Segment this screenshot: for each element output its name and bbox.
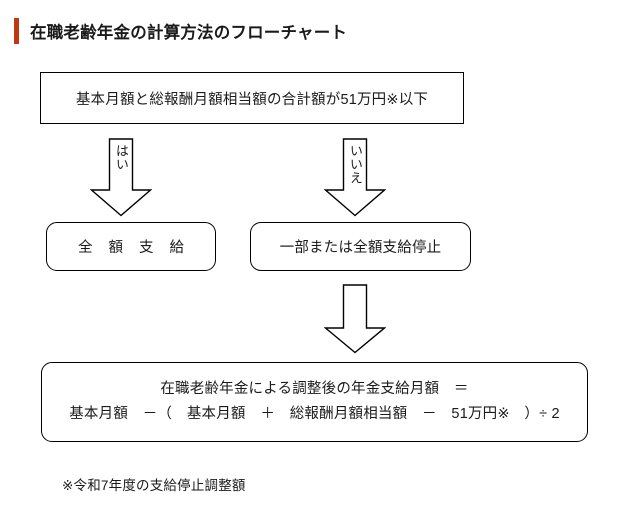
down-block-arrow-icon [324, 284, 386, 354]
decision-box: 基本月額と総報酬月額相当額の合計額が51万円※以下 [40, 72, 464, 124]
arrow-yes-label: はい [113, 144, 129, 171]
formula-box: 在職老齢年金による調整後の年金支給月額 ＝ 基本月額 －（ 基本月額 ＋ 総報酬… [41, 362, 588, 442]
result-box-full-payment-label: 全 額 支 給 [77, 240, 191, 256]
result-box-partial-suspension: 一部または全額支給停止 [250, 222, 471, 271]
arrow-to-formula [324, 284, 386, 354]
down-block-arrow-icon [324, 138, 386, 217]
result-box-partial-suspension-label: 一部または全額支給停止 [279, 240, 442, 256]
result-box-full-payment: 全 額 支 給 [46, 222, 216, 271]
title-accent-bar [14, 18, 19, 44]
arrow-yes: はい [90, 138, 152, 217]
page-title: 在職老齢年金の計算方法のフローチャート [14, 16, 347, 46]
page-title-text: 在職老齢年金の計算方法のフローチャート [30, 24, 348, 42]
arrow-no: いいえ [324, 138, 386, 217]
footnote: ※令和7年度の支給停止調整額 [62, 478, 246, 493]
arrow-no-label: いいえ [347, 144, 363, 185]
decision-box-label: 基本月額と総報酬月額相当額の合計額が51万円※以下 [75, 91, 429, 108]
formula-line-1: 在職老齢年金による調整後の年金支給月額 ＝ [160, 380, 469, 397]
down-block-arrow-icon [90, 138, 152, 217]
formula-line-2: 基本月額 －（ 基本月額 ＋ 総報酬月額相当額 － 51万円※ ）÷ 2 [69, 406, 560, 422]
